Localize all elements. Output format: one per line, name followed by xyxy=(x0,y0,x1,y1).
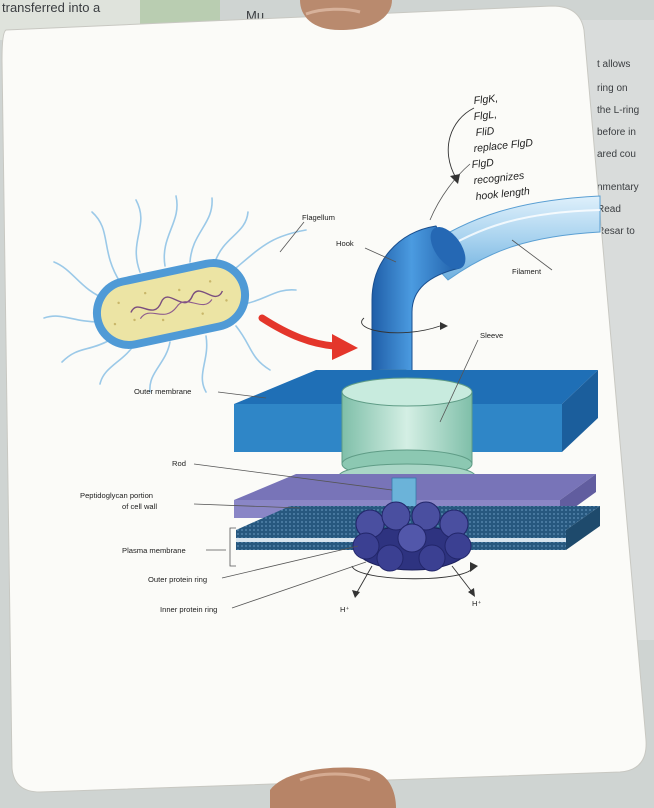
svg-text:before in: before in xyxy=(597,127,636,138)
svg-text:nmentary: nmentary xyxy=(597,182,639,193)
svg-text:the L-ring: the L-ring xyxy=(597,105,639,116)
label-peptidoglycan-1: Peptidoglycan portion xyxy=(80,491,153,500)
svg-text:t allows: t allows xyxy=(597,59,630,70)
label-outer-membrane: Outer membrane xyxy=(134,387,191,396)
label-peptidoglycan-2: of cell wall xyxy=(122,502,157,511)
bg-text-top: transferred into a xyxy=(2,0,101,15)
label-inner-protein-ring: Inner protein ring xyxy=(160,605,217,614)
label-flagellum: Flagellum xyxy=(302,213,335,222)
svg-text:FlgK,: FlgK, xyxy=(473,92,499,106)
svg-text:FlgD: FlgD xyxy=(471,157,495,171)
svg-text:Read: Read xyxy=(597,204,621,215)
label-proton-right: H⁺ xyxy=(472,599,482,608)
label-hook: Hook xyxy=(336,239,354,248)
label-proton-left: H⁺ xyxy=(340,605,350,614)
label-filament: Filament xyxy=(512,267,542,276)
svg-text:Resar to: Resar to xyxy=(597,226,635,237)
label-rod: Rod xyxy=(172,459,186,468)
label-sleeve: Sleeve xyxy=(480,331,503,340)
svg-text:FliD: FliD xyxy=(475,125,495,139)
svg-text:ring on: ring on xyxy=(597,83,628,94)
svg-text:FlgL,: FlgL, xyxy=(473,109,497,123)
sleeve xyxy=(339,378,475,488)
label-outer-protein-ring: Outer protein ring xyxy=(148,575,207,584)
svg-text:ared cou: ared cou xyxy=(597,149,636,160)
label-plasma-membrane: Plasma membrane xyxy=(122,546,186,555)
